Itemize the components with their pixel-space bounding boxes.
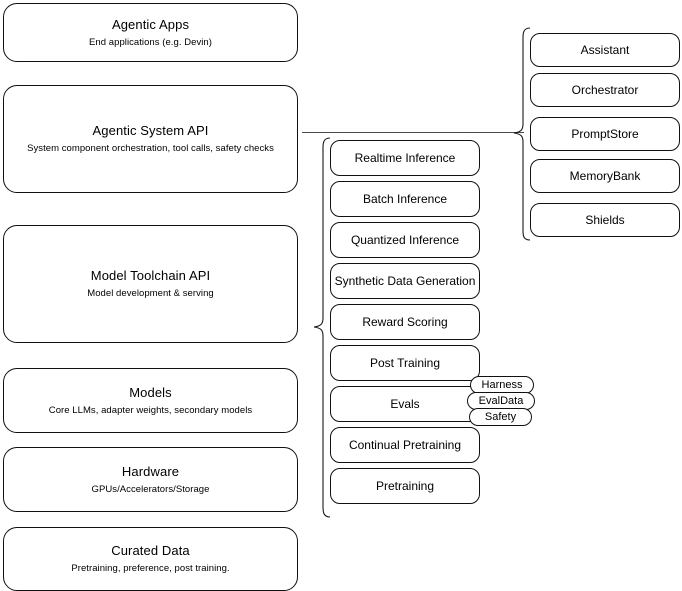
toolchain-item-label: Pretraining — [375, 478, 435, 493]
layer-curated-data[interactable]: Curated Data Pretraining, preference, po… — [3, 527, 298, 591]
layer-title: Hardware — [121, 463, 180, 479]
layer-agentic-system-api[interactable]: Agentic System API System component orch… — [3, 85, 298, 193]
system-item-label: Shields — [585, 212, 625, 227]
toolchain-item-synthetic-data-generation[interactable]: Synthetic Data Generation — [330, 263, 480, 299]
layer-models[interactable]: Models Core LLMs, adapter weights, secon… — [3, 368, 298, 433]
brace-toolchain — [313, 137, 331, 518]
layer-title: Curated Data — [111, 543, 190, 558]
connector-line-system-api — [302, 132, 524, 133]
eval-tag-label: Harness — [481, 379, 523, 391]
eval-tag-evaldata[interactable]: EvalData — [467, 392, 535, 410]
toolchain-item-label: Evals — [390, 396, 420, 411]
toolchain-item-batch-inference[interactable]: Batch Inference — [330, 181, 480, 217]
layer-title: Models — [129, 384, 172, 400]
system-item-label: PromptStore — [571, 126, 639, 141]
layer-model-toolchain-api[interactable]: Model Toolchain API Model development & … — [3, 225, 298, 343]
eval-tag-harness[interactable]: Harness — [470, 376, 534, 394]
toolchain-item-reward-scoring[interactable]: Reward Scoring — [330, 304, 480, 340]
layer-title: Model Toolchain API — [90, 268, 211, 283]
layer-title: Agentic System API — [92, 123, 209, 138]
toolchain-item-label: Reward Scoring — [362, 314, 448, 329]
system-item-label: MemoryBank — [569, 168, 641, 183]
toolchain-item-label: Batch Inference — [362, 191, 448, 206]
layer-title: Agentic Apps — [111, 16, 190, 32]
system-item-shields[interactable]: Shields — [530, 203, 680, 237]
system-item-label: Orchestrator — [571, 82, 639, 97]
toolchain-item-evals[interactable]: Evals — [330, 386, 480, 422]
layer-subtitle: Model development & serving — [87, 288, 214, 299]
layer-subtitle: System component orchestration, tool cal… — [27, 143, 274, 154]
toolchain-item-post-training[interactable]: Post Training — [330, 345, 480, 381]
toolchain-item-label: Quantized Inference — [350, 232, 460, 247]
layer-subtitle: Pretraining, preference, post training. — [71, 563, 230, 574]
system-item-promptstore[interactable]: PromptStore — [530, 117, 680, 151]
eval-tag-label: EvalData — [478, 395, 524, 407]
toolchain-item-quantized-inference[interactable]: Quantized Inference — [330, 222, 480, 258]
toolchain-item-realtime-inference[interactable]: Realtime Inference — [330, 140, 480, 176]
system-item-label: Assistant — [580, 42, 630, 57]
toolchain-item-label: Realtime Inference — [354, 150, 456, 165]
toolchain-item-label: Synthetic Data Generation — [334, 273, 476, 288]
eval-tag-label: Safety — [484, 411, 517, 423]
system-item-memorybank[interactable]: MemoryBank — [530, 159, 680, 193]
toolchain-item-label: Continual Pretraining — [348, 437, 462, 452]
layer-subtitle: GPUs/Accelerators/Storage — [91, 483, 210, 495]
brace-system — [513, 27, 531, 241]
layer-hardware[interactable]: Hardware GPUs/Accelerators/Storage — [3, 447, 298, 512]
toolchain-item-pretraining[interactable]: Pretraining — [330, 468, 480, 504]
eval-tag-safety[interactable]: Safety — [469, 408, 532, 426]
layer-subtitle: Core LLMs, adapter weights, secondary mo… — [48, 404, 253, 416]
layer-subtitle: End applications (e.g. Devin) — [89, 36, 212, 48]
toolchain-item-label: Post Training — [369, 355, 441, 370]
system-item-assistant[interactable]: Assistant — [530, 33, 680, 67]
layer-agentic-apps[interactable]: Agentic Apps End applications (e.g. Devi… — [3, 3, 298, 62]
system-item-orchestrator[interactable]: Orchestrator — [530, 73, 680, 107]
toolchain-item-continual-pretraining[interactable]: Continual Pretraining — [330, 427, 480, 463]
